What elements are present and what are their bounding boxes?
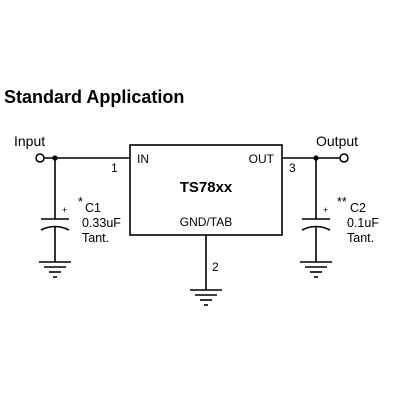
pin-out-number: 3 — [289, 161, 296, 175]
pin-out-label: OUT — [249, 152, 275, 166]
c2-name: C2 — [350, 201, 366, 215]
pin-in-number: 1 — [111, 161, 118, 175]
c1-mark: * — [78, 195, 83, 209]
diagram-title: Standard Application — [4, 87, 184, 107]
chip-name: TS78xx — [180, 179, 233, 196]
c1-polarity-mark: + — [62, 205, 67, 215]
input-label: Input — [14, 133, 45, 149]
c1-name: C1 — [85, 201, 101, 215]
output-label: Output — [316, 133, 358, 149]
c1-type: Tant. — [82, 231, 109, 245]
pin-in-label: IN — [137, 152, 149, 166]
regulator-chip — [129, 144, 283, 236]
c2-ground-icon — [300, 261, 332, 278]
c1-value: 0.33uF — [82, 216, 121, 230]
c2-mark: ** — [337, 195, 347, 209]
c1-ground-icon — [39, 261, 71, 278]
input-terminal — [35, 153, 45, 163]
c2-type: Tant. — [347, 231, 374, 245]
pin-gnd-label: GND/TAB — [180, 215, 232, 229]
output-terminal — [339, 153, 349, 163]
c1-capacitor-icon — [40, 218, 70, 231]
c2-polarity-mark: + — [323, 205, 328, 215]
pin-gnd-number: 2 — [212, 260, 219, 274]
chip-ground-icon — [190, 289, 222, 306]
c2-value: 0.1uF — [347, 216, 379, 230]
c2-capacitor-icon — [301, 218, 331, 231]
